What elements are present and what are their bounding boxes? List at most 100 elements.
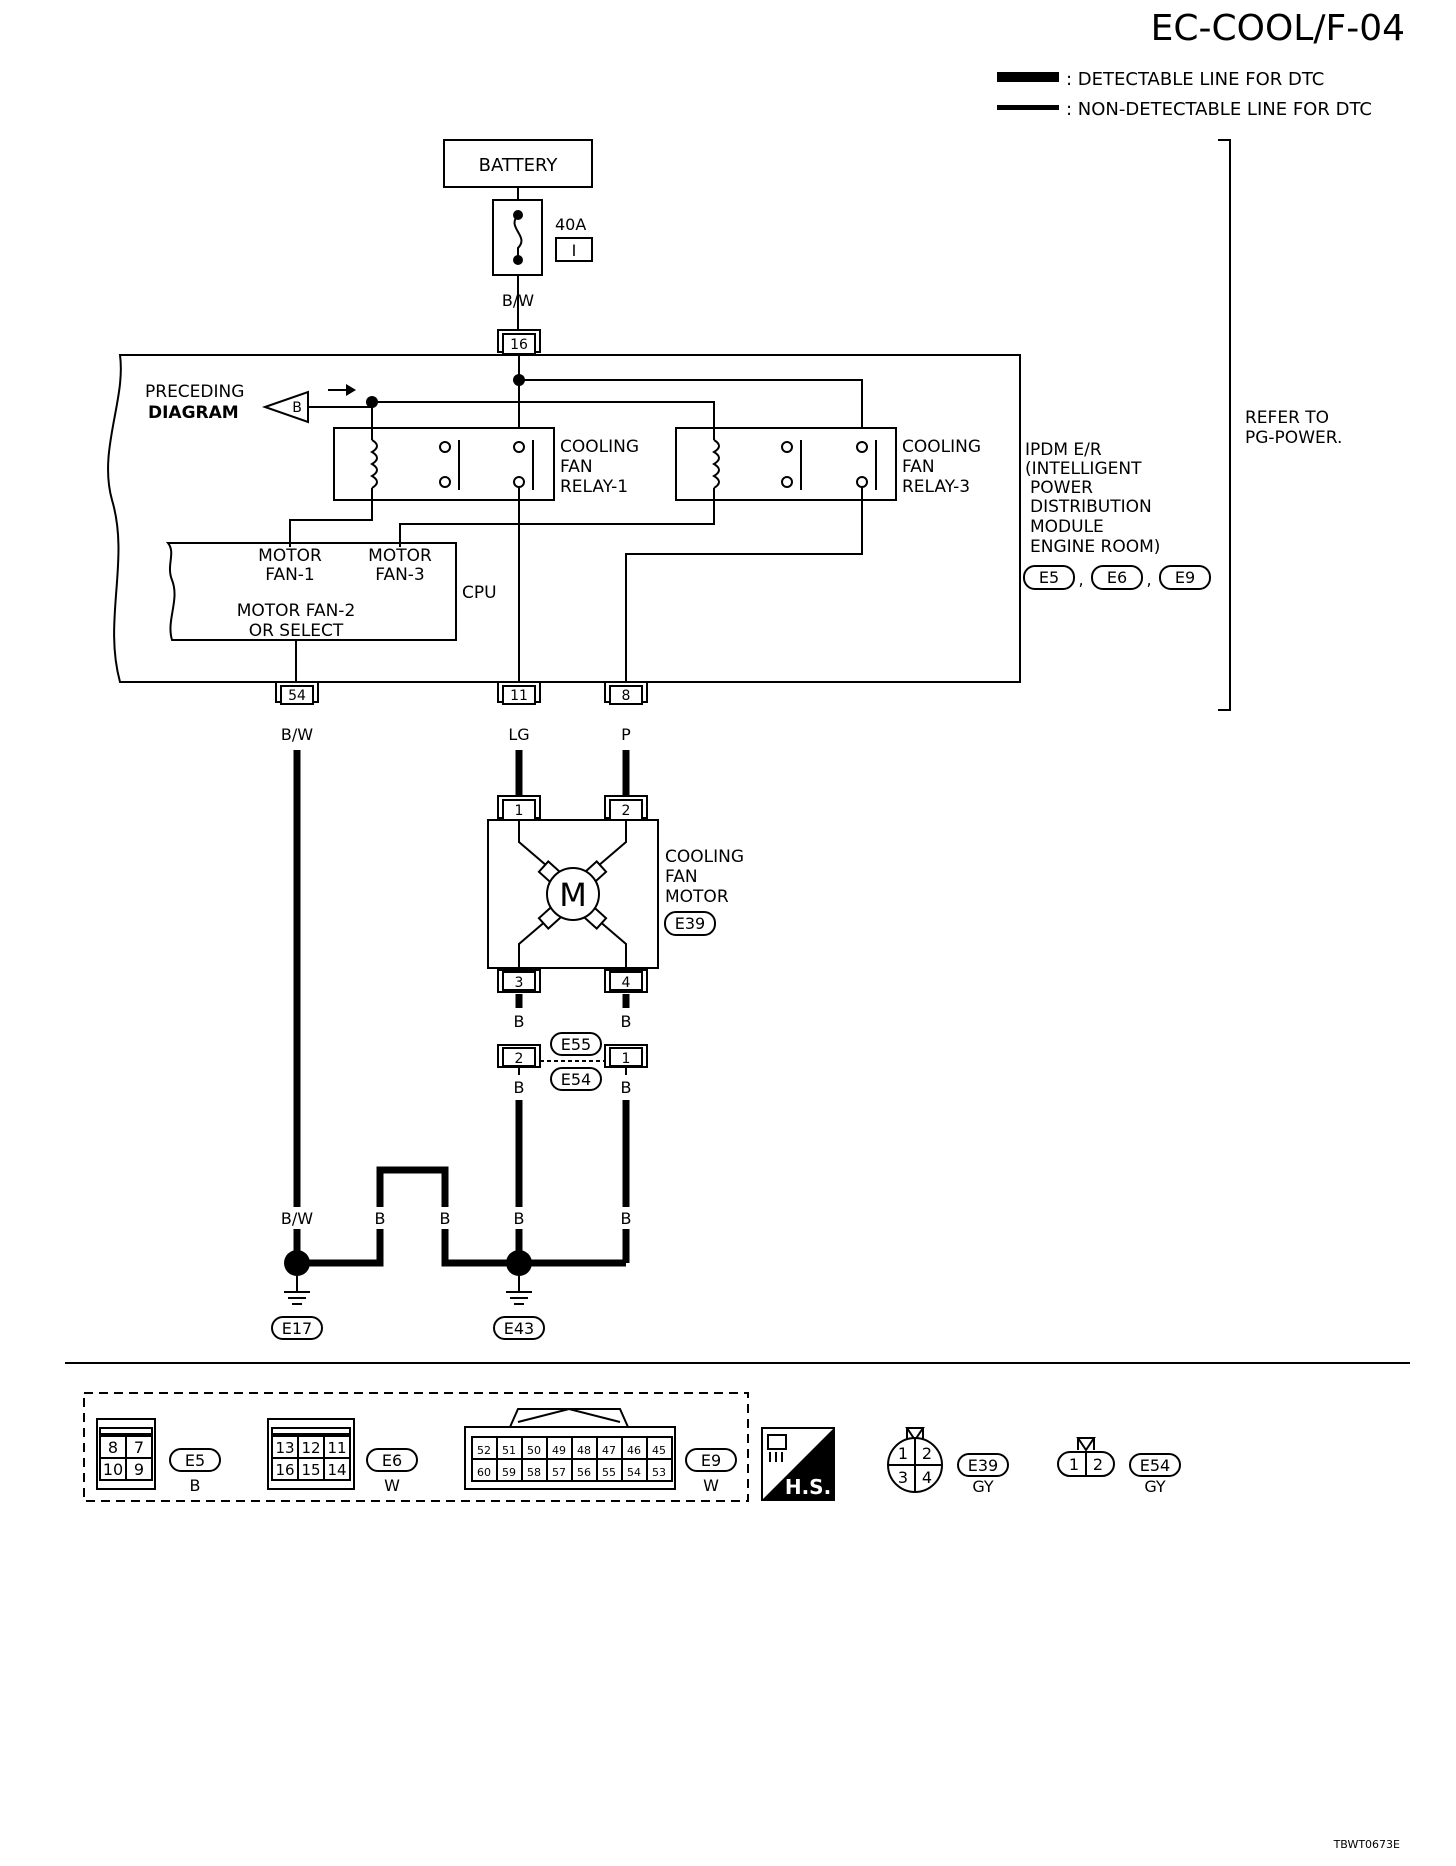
cpu-fan1-line-1: MOTOR (258, 546, 322, 566)
connector-e54: 1 2 E54 GY (1057, 1437, 1181, 1496)
e9-pin-49: 49 (552, 1444, 566, 1457)
wire-color-b-loop-2: B (440, 1209, 451, 1228)
cpu-fan3-line-1: MOTOR (368, 546, 432, 566)
e9-pin-60: 60 (477, 1466, 491, 1479)
relay-3-line-2: FAN (902, 457, 935, 477)
e6-pin-11: 11 (327, 1439, 346, 1457)
motor-connector: E39 (675, 914, 705, 933)
e54-color: GY (1144, 1477, 1166, 1496)
e9-pin-46: 46 (627, 1444, 641, 1457)
cpu-fan3-line-2: FAN-3 (375, 565, 425, 585)
ground-e17-dot (284, 1250, 310, 1276)
e39-id: E39 (968, 1456, 998, 1475)
wire-color-lg: LG (508, 725, 529, 744)
ground-e17: E17 (271, 1250, 323, 1340)
cpu-fan2-line-1: MOTOR FAN-2 (237, 601, 356, 621)
refer-bracket: REFER TO PG-POWER. (1218, 139, 1342, 711)
e6-pin-14: 14 (327, 1461, 346, 1479)
e5-pin-7: 7 (134, 1438, 144, 1457)
e9-pin-53: 53 (652, 1466, 666, 1479)
e9-pin-56: 56 (577, 1466, 591, 1479)
pin-16: 16 (497, 329, 541, 355)
wire-color-bw-top: B/W (502, 291, 534, 310)
motor-pin-3: 3 (497, 969, 541, 993)
fuse-id-box (555, 237, 593, 262)
wire-color-b-j1: B (621, 1078, 632, 1097)
connector-e9: 52 51 50 49 48 47 46 45 60 59 58 57 56 5… (464, 1407, 737, 1495)
cpu-fan2-line-2: OR SELECT (249, 621, 344, 641)
cooling-fan-motor: M COOLING FAN MOTOR E39 (487, 819, 744, 969)
legend-detectable-line (997, 72, 1059, 82)
wire-color-b-ground-3: B (621, 1209, 632, 1228)
motor-label-line-3: MOTOR (665, 887, 729, 907)
battery-label: BATTERY (479, 155, 559, 176)
cpu-label: CPU (462, 583, 497, 603)
e6-pin-15: 15 (301, 1461, 320, 1479)
e54-pin-1: 1 (1069, 1455, 1079, 1474)
svg-text:,: , (1078, 570, 1083, 589)
e39-color: GY (972, 1477, 994, 1496)
joint-lower: E54 (561, 1070, 591, 1089)
fuse: 40A I B/W (492, 187, 593, 330)
e9-pin-48: 48 (577, 1444, 591, 1457)
e6-pin-13: 13 (275, 1439, 294, 1457)
e5-color: B (190, 1476, 201, 1495)
legend-non-detectable-line (997, 105, 1059, 110)
connector-e6: 13 12 11 16 15 14 E6 W (267, 1418, 418, 1495)
e39-key (905, 1427, 925, 1442)
e9-pin-54: 54 (627, 1466, 641, 1479)
fuse-id: I (572, 241, 577, 260)
e9-color: W (703, 1476, 719, 1495)
joint-pin-1-label: 1 (622, 1051, 631, 1067)
connector-e39: 1 2 3 4 E39 GY (887, 1427, 1009, 1496)
e9-id: E9 (701, 1451, 721, 1470)
e5-pin-10: 10 (103, 1460, 123, 1479)
legend-non-detectable-text: : NON-DETECTABLE LINE FOR DTC (1066, 99, 1372, 120)
relay-1-line-2: FAN (560, 457, 593, 477)
pin-54-label: 54 (288, 688, 306, 704)
e9-pin-51: 51 (502, 1444, 516, 1457)
relay-1: COOLING FAN RELAY-1 (333, 427, 639, 501)
legend: : DETECTABLE LINE FOR DTC : NON-DETECTAB… (997, 69, 1372, 120)
wire-color-bw-ground: B/W (281, 1209, 313, 1228)
relay-3-line-3: RELAY-3 (902, 477, 970, 497)
footer-code: TBWT0673E (1333, 1838, 1400, 1851)
motor-pin-2-label: 2 (622, 803, 631, 819)
ipdm-conn-e9: E9 (1175, 568, 1195, 587)
motor-pin-4-label: 4 (622, 975, 631, 991)
refer-line-1: REFER TO (1245, 408, 1329, 428)
e9-pin-58: 58 (527, 1466, 541, 1479)
e9-cell (646, 1458, 673, 1482)
joint-pin-2-label: 2 (515, 1051, 524, 1067)
ipdm-outline (107, 354, 1021, 683)
motor-pin-4: 4 (604, 969, 648, 993)
preceding-line-1: PRECEDING (145, 382, 244, 402)
preceding-line-2: DIAGRAM (148, 403, 239, 423)
e39-pin-3: 3 (898, 1468, 908, 1487)
e54-pin-2: 2 (1093, 1455, 1103, 1474)
relay-3: COOLING FAN RELAY-3 (675, 427, 981, 501)
ground-e43-label: E43 (504, 1319, 534, 1338)
wire-color-b-4: B (621, 1012, 632, 1031)
wire-color-bw-54: B/W (281, 725, 313, 744)
motor-symbol: M (559, 876, 587, 914)
joint-upper: E55 (561, 1035, 591, 1054)
motor-circle (546, 867, 600, 921)
e54-id: E54 (1140, 1456, 1170, 1475)
e54-key (1076, 1437, 1096, 1452)
pin-11-label: 11 (510, 688, 528, 704)
pin-54: 54 (275, 681, 319, 705)
connector-e5: 8 7 10 9 E5 B (96, 1418, 221, 1495)
battery-box (443, 139, 593, 188)
ipdm-line-4: DISTRIBUTION (1030, 497, 1152, 517)
relay-1-line-1: COOLING (560, 437, 639, 457)
e9-pin-50: 50 (527, 1444, 541, 1457)
e39-pin-1: 1 (898, 1444, 908, 1463)
wire-color-b-loop-1: B (375, 1209, 386, 1228)
e6-pin-16: 16 (275, 1461, 294, 1479)
relay-1-box (333, 427, 555, 501)
motor-pin-1-label: 1 (515, 803, 524, 819)
e39-pin-4: 4 (922, 1468, 932, 1487)
ground-e43: E43 (493, 1250, 545, 1340)
